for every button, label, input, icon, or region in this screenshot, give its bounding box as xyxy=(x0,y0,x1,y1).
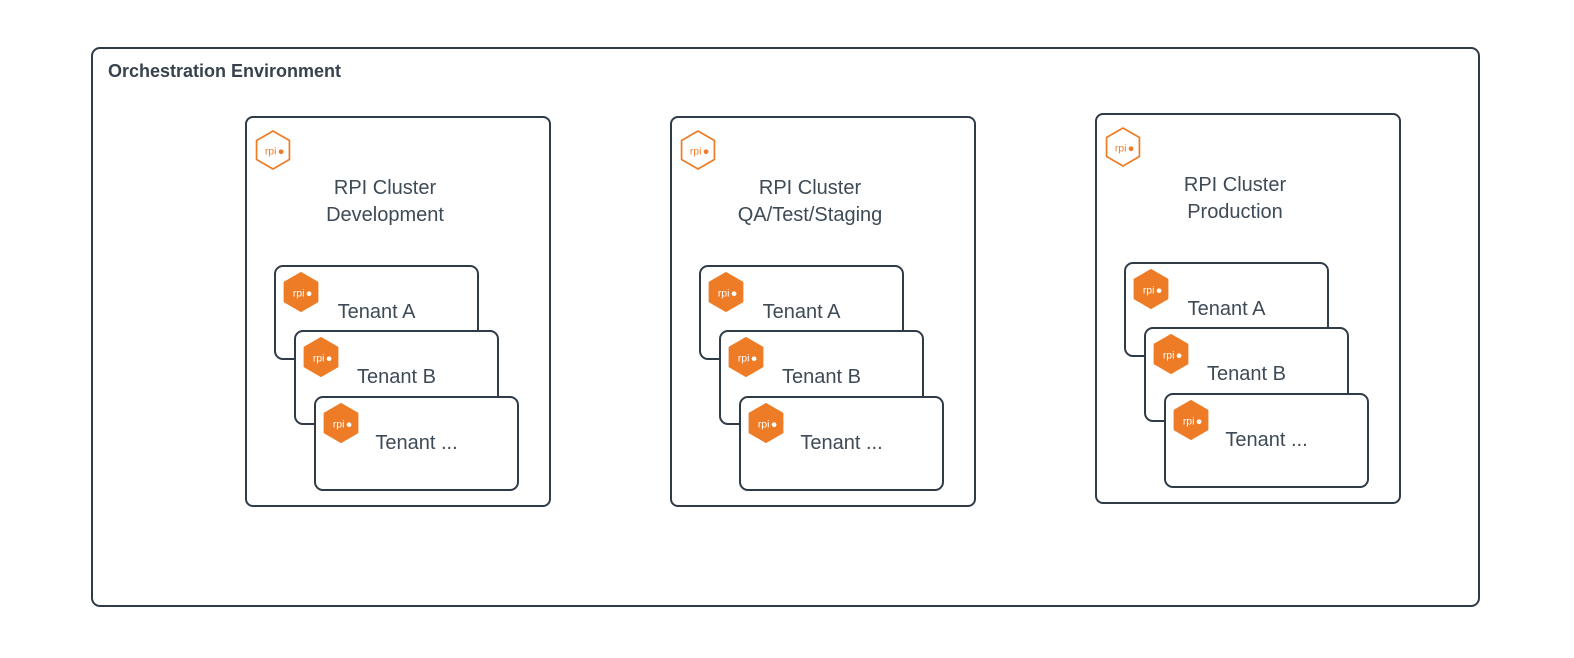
rpi-logo-dot xyxy=(1176,353,1182,359)
rpi-logo-filled-icon: rpi xyxy=(303,337,339,377)
rpi-logo-dot xyxy=(1156,288,1162,294)
tenant-label: Tenant A xyxy=(1187,298,1266,320)
tenant-label: Tenant ... xyxy=(800,432,883,454)
rpi-logo-filled-icon: rpi xyxy=(1173,400,1209,440)
rpi-logo-filled-icon: rpi xyxy=(1153,334,1189,374)
tenant-box-more: rpi Tenant ... xyxy=(314,396,519,491)
rpi-logo-dot xyxy=(278,149,284,155)
cluster-title-line1: RPI Cluster xyxy=(758,177,862,199)
rpi-logo-text: rpi xyxy=(313,353,325,364)
rpi-logo-outline-icon: rpi xyxy=(680,130,716,170)
rpi-logo-text: rpi xyxy=(1143,285,1155,296)
rpi-logo-dot xyxy=(1128,146,1134,152)
orchestration-environment-box: Orchestration Environment rpi RPI Cluste… xyxy=(91,47,1480,607)
rpi-logo-dot xyxy=(1196,419,1202,425)
rpi-logo-filled-icon: rpi xyxy=(323,403,359,443)
rpi-logo-text: rpi xyxy=(718,288,730,299)
rpi-logo-text: rpi xyxy=(690,146,702,157)
rpi-logo-text: rpi xyxy=(1183,416,1195,427)
cluster-title: RPI Cluster Development xyxy=(247,175,523,229)
rpi-logo-dot xyxy=(346,422,352,428)
rpi-logo-filled-icon: rpi xyxy=(283,272,319,312)
rpi-logo-text: rpi xyxy=(758,419,770,430)
cluster-title-line2: QA/Test/Staging xyxy=(737,204,883,226)
tenant-label: Tenant B xyxy=(782,366,861,388)
rpi-logo-text: rpi xyxy=(293,288,305,299)
cluster-box-development: rpi RPI Cluster Development rpi Tenant A… xyxy=(245,116,551,507)
tenant-label: Tenant B xyxy=(357,366,436,388)
tenant-label: Tenant ... xyxy=(1225,429,1308,451)
tenant-box-more: rpi Tenant ... xyxy=(739,396,944,491)
rpi-logo-text: rpi xyxy=(1115,143,1127,154)
rpi-logo-dot xyxy=(703,149,709,155)
rpi-logo-filled-icon: rpi xyxy=(748,403,784,443)
tenant-label: Tenant ... xyxy=(375,432,458,454)
rpi-logo-dot xyxy=(751,356,757,362)
rpi-logo-outline-icon: rpi xyxy=(255,130,291,170)
tenant-label: Tenant A xyxy=(762,301,841,323)
tenant-box-more: rpi Tenant ... xyxy=(1164,393,1369,488)
rpi-logo-text: rpi xyxy=(333,419,345,430)
rpi-logo-filled-icon: rpi xyxy=(708,272,744,312)
rpi-logo-text: rpi xyxy=(1163,350,1175,361)
cluster-title-line2: Production xyxy=(1187,201,1283,223)
rpi-logo-dot xyxy=(731,291,737,297)
cluster-title: RPI Cluster QA/Test/Staging xyxy=(672,175,948,229)
rpi-logo-filled-icon: rpi xyxy=(728,337,764,377)
cluster-title: RPI Cluster Production xyxy=(1097,172,1373,226)
rpi-logo-outline-icon: rpi xyxy=(1105,127,1141,167)
rpi-logo-dot xyxy=(771,422,777,428)
tenant-label: Tenant B xyxy=(1207,363,1286,385)
cluster-title-line1: RPI Cluster xyxy=(1183,174,1287,196)
cluster-title-line1: RPI Cluster xyxy=(333,177,437,199)
rpi-logo-text: rpi xyxy=(265,146,277,157)
tenant-label: Tenant A xyxy=(337,301,416,323)
rpi-logo-filled-icon: rpi xyxy=(1133,269,1169,309)
cluster-box-production: rpi RPI Cluster Production rpi Tenant A … xyxy=(1095,113,1401,504)
cluster-title-line2: Development xyxy=(326,204,444,226)
rpi-logo-dot xyxy=(326,356,332,362)
environment-title: Orchestration Environment xyxy=(108,61,342,81)
rpi-logo-text: rpi xyxy=(738,353,750,364)
rpi-logo-dot xyxy=(306,291,312,297)
cluster-box-qa-test-staging: rpi RPI Cluster QA/Test/Staging rpi Tena… xyxy=(670,116,976,507)
